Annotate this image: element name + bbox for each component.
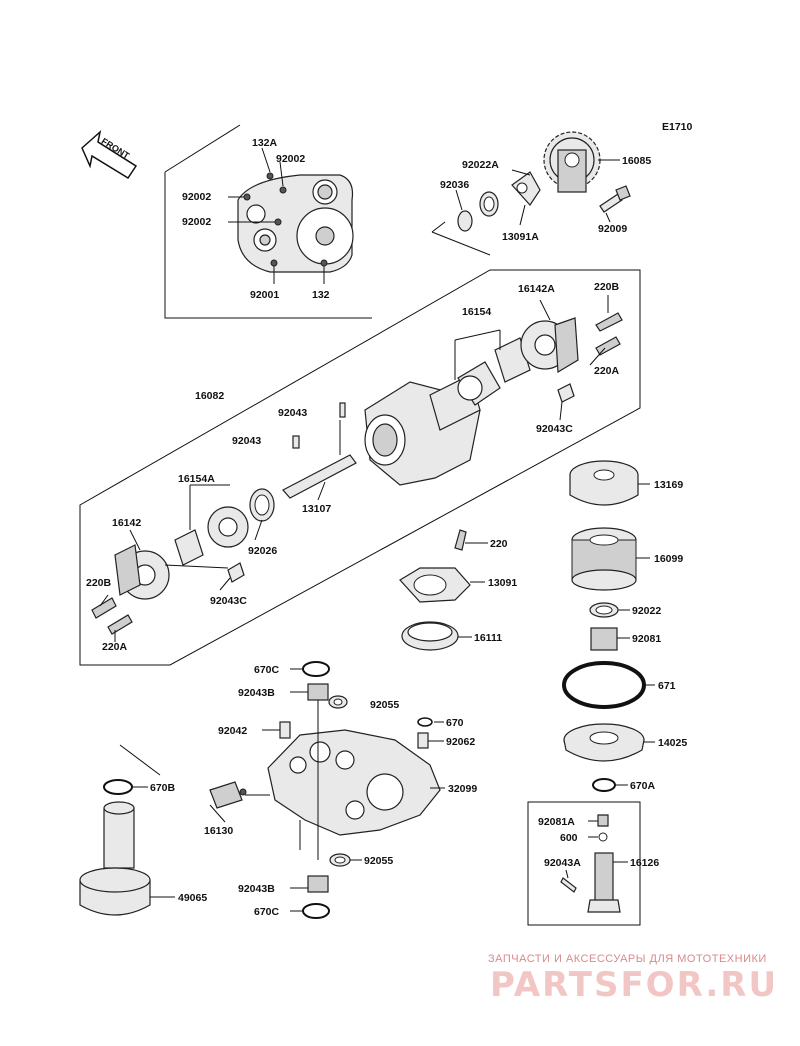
label-13091A: 13091A xyxy=(502,231,539,243)
watermark-subtitle: ЗАПЧАСТИ И АКСЕССУАРЫ ДЛЯ МОТОТЕХНИКИ xyxy=(488,953,767,965)
label-92002-c: 92002 xyxy=(182,216,211,228)
label-132: 132 xyxy=(312,289,330,301)
label-16142: 16142 xyxy=(112,517,141,529)
oil-strainer xyxy=(79,744,161,916)
label-13107: 13107 xyxy=(302,503,331,515)
label-16126: 16126 xyxy=(630,857,659,869)
pump-housing xyxy=(209,661,441,919)
label-13091: 13091 xyxy=(488,577,517,589)
label-92081A: 92081A xyxy=(538,816,575,828)
pump-body xyxy=(364,312,623,486)
label-220A-top: 220A xyxy=(594,365,620,377)
label-670A: 670A xyxy=(630,780,656,792)
label-92081: 92081 xyxy=(632,633,661,645)
label-16154A: 16154A xyxy=(178,473,215,485)
label-92055-bot: 92055 xyxy=(364,855,393,867)
label-16142A: 16142A xyxy=(518,283,555,295)
label-92009: 92009 xyxy=(598,223,627,235)
label-92022: 92022 xyxy=(632,605,661,617)
label-92042: 92042 xyxy=(218,725,247,737)
label-220B-top: 220B xyxy=(594,281,620,293)
label-16154: 16154 xyxy=(462,306,491,318)
label-16111: 16111 xyxy=(474,632,502,644)
label-92026: 92026 xyxy=(248,545,277,557)
label-92043B-bot: 92043B xyxy=(238,883,275,895)
label-92043-b: 92043 xyxy=(232,435,261,447)
label-92001: 92001 xyxy=(250,289,279,301)
label-92002-b: 92002 xyxy=(182,191,211,203)
label-671: 671 xyxy=(658,680,676,692)
label-49065: 49065 xyxy=(178,892,207,904)
label-92043C-bot: 92043C xyxy=(210,595,247,607)
shaft xyxy=(282,402,357,499)
label-670: 670 xyxy=(446,717,464,729)
label-600: 600 xyxy=(560,832,578,844)
label-16130: 16130 xyxy=(204,825,233,837)
relief-valve-box xyxy=(527,801,641,926)
label-132A: 132A xyxy=(252,137,278,149)
label-92055-top: 92055 xyxy=(370,699,399,711)
label-670B: 670B xyxy=(150,782,176,794)
label-16099: 16099 xyxy=(654,553,683,565)
label-92043-a: 92043 xyxy=(278,407,307,419)
label-220: 220 xyxy=(490,538,508,550)
label-13169: 13169 xyxy=(654,479,683,491)
label-670C-top: 670C xyxy=(254,664,280,676)
label-92062: 92062 xyxy=(446,736,475,748)
label-92043A: 92043A xyxy=(544,857,581,869)
watermark-brand: PARTSFOR.RU xyxy=(490,965,778,1005)
label-92022A: 92022A xyxy=(462,159,499,171)
label-16082: 16082 xyxy=(195,390,224,402)
left-rotor xyxy=(91,488,275,635)
pump-group-frame xyxy=(79,269,641,666)
label-14025: 14025 xyxy=(658,737,687,749)
relief-parts xyxy=(399,529,471,651)
label-220B-bot: 220B xyxy=(86,577,112,589)
filter-column xyxy=(562,460,646,792)
label-220A-bot: 220A xyxy=(102,641,128,653)
label-16085: 16085 xyxy=(622,155,651,167)
label-92002-a: 92002 xyxy=(276,153,305,165)
front-arrow-icon: FRONT xyxy=(81,129,138,180)
label-670C-bot: 670C xyxy=(254,906,280,918)
label-92043B-top: 92043B xyxy=(238,687,275,699)
gear-assembly xyxy=(431,131,631,256)
cover-group xyxy=(164,124,372,319)
diagram-code: E1710 xyxy=(662,121,693,133)
label-32099: 32099 xyxy=(448,783,477,795)
label-92036: 92036 xyxy=(440,179,469,191)
label-92043C-top: 92043C xyxy=(536,423,573,435)
